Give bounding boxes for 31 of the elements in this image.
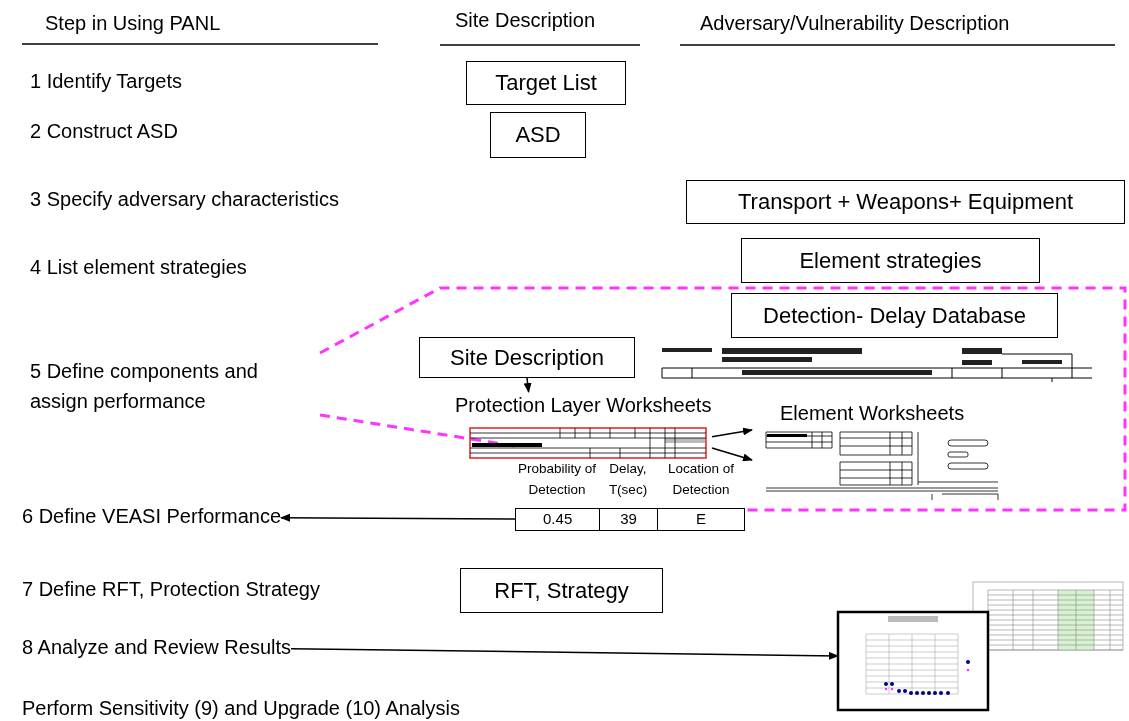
arrow: [711, 427, 753, 438]
worksheet-heading: Protection Layer Worksheets: [455, 394, 712, 417]
text-box: Site Description: [419, 337, 635, 378]
column-heading: Probability of Detection: [516, 460, 597, 499]
arrow: [280, 513, 516, 522]
label-text: Adversary/Vulnerability Description: [700, 12, 1010, 35]
label-text: 3 Specify adversary characteristics: [30, 188, 339, 211]
label-text: 4 List element strategies: [30, 256, 247, 279]
table-cell: 39: [599, 509, 657, 530]
arrow: [523, 377, 532, 393]
text-box: Target List: [466, 61, 626, 105]
text-box: Transport + Weapons+ Equipment: [686, 180, 1125, 224]
step-text: 6 Define VEASI Performance: [22, 505, 281, 528]
column-heading: Location of Detection: [666, 460, 736, 499]
label-text: Step in Using PANL: [45, 12, 221, 35]
label-text: 1 Identify Targets: [30, 70, 182, 93]
worksheet-heading: Element Worksheets: [780, 402, 965, 425]
table-cell-text: 0.45: [542, 509, 574, 529]
step-text: 8 Analyze and Review Results: [22, 636, 292, 659]
text-box: Element strategies: [741, 238, 1040, 283]
label-text: Perform Sensitivity (9) and Upgrade (10) Analysis: [22, 697, 460, 720]
label-text: 5 Define components and assign performance: [30, 359, 259, 414]
arrow: [711, 447, 753, 462]
label-text: Site Description: [455, 9, 596, 32]
text-box: Detection- Delay Database: [731, 293, 1058, 338]
arrow: [290, 647, 839, 660]
text-box: ASD: [490, 112, 586, 158]
label-text: 2 Construct ASD: [30, 120, 178, 143]
text-box: RFT, Strategy: [460, 568, 663, 613]
table-cell: E: [656, 509, 744, 530]
label-text: 7 Define RFT, Protection Strategy: [22, 578, 320, 601]
